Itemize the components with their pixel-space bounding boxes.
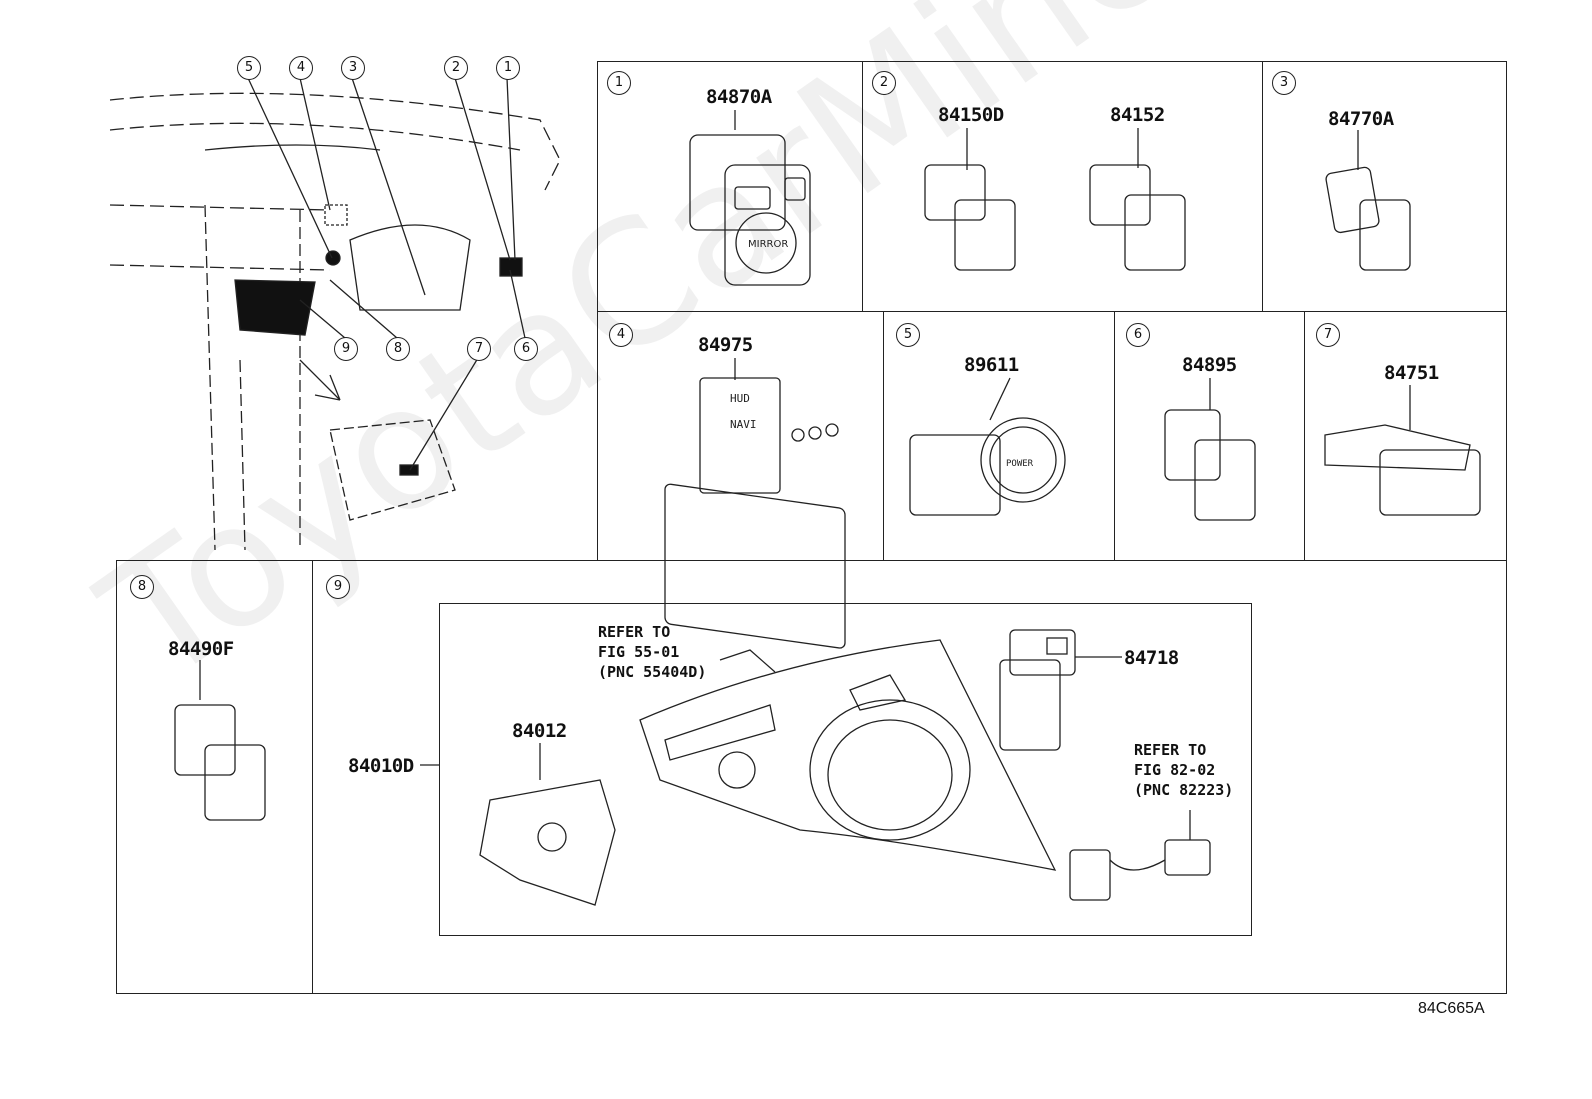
part-number: 84012 xyxy=(512,720,567,742)
mirror-label: MIRROR xyxy=(748,239,788,250)
reference-note: REFER TO FIG 55-01 (PNC 55404D) xyxy=(598,623,707,681)
panel-9 xyxy=(312,560,1507,994)
navi-label: NAVI xyxy=(730,418,757,431)
hud-label: HUD xyxy=(730,392,750,405)
panel-number: 4 xyxy=(609,323,633,347)
part-number: 84751 xyxy=(1384,362,1439,384)
harness-drawing xyxy=(1069,810,1211,901)
mirror-switch-drawing: MIRROR xyxy=(689,110,811,286)
switch-84751-drawing xyxy=(1324,385,1481,516)
part-number: 84010D xyxy=(348,755,414,777)
power-label: POWER xyxy=(1006,459,1034,469)
switch-84895-drawing xyxy=(1164,378,1256,521)
callout-9: 9 xyxy=(334,337,358,361)
part-number: 84770A xyxy=(1328,108,1394,130)
part-number: 84490F xyxy=(168,638,234,660)
switch-84975-drawing: HUD NAVI xyxy=(664,358,846,649)
switch-84770a-drawing xyxy=(1325,130,1411,271)
switch-84152-drawing xyxy=(1089,128,1186,271)
callout-6: 6 xyxy=(514,337,538,361)
callout-2: 2 xyxy=(444,56,468,80)
part-number: 89611 xyxy=(964,354,1019,376)
panel-number: 6 xyxy=(1126,323,1150,347)
switch-84150d-drawing xyxy=(924,128,1016,271)
panel-number: 9 xyxy=(326,575,350,599)
callout-4: 4 xyxy=(289,56,313,80)
callout-7: 7 xyxy=(467,337,491,361)
panel-number: 2 xyxy=(872,71,896,95)
callout-5: 5 xyxy=(237,56,261,80)
part-number: 84718 xyxy=(1124,647,1179,669)
part-number: 84870A xyxy=(706,86,772,108)
part-number: 84975 xyxy=(698,334,753,356)
part-number: 84150D xyxy=(938,104,1004,126)
reference-note: REFER TO FIG 82-02 (PNC 82223) xyxy=(1134,741,1234,799)
panel-number: 7 xyxy=(1316,323,1340,347)
switch-84490f-drawing xyxy=(174,660,266,821)
panel-number: 8 xyxy=(130,575,154,599)
callout-8: 8 xyxy=(386,337,410,361)
panel-number: 5 xyxy=(896,323,920,347)
part-number: 84895 xyxy=(1182,354,1237,376)
panel-number: 1 xyxy=(607,71,631,95)
panel-number: 3 xyxy=(1272,71,1296,95)
console-panel-84010d-drawing xyxy=(420,639,1057,871)
switch-84718-drawing xyxy=(999,629,1122,751)
power-switch-drawing: POWER xyxy=(909,377,1066,516)
switch-84012-drawing xyxy=(479,743,616,906)
part-number: 84152 xyxy=(1110,104,1165,126)
figure-code: 84C665A xyxy=(1418,1000,1485,1017)
callout-1: 1 xyxy=(496,56,520,80)
callout-3: 3 xyxy=(341,56,365,80)
